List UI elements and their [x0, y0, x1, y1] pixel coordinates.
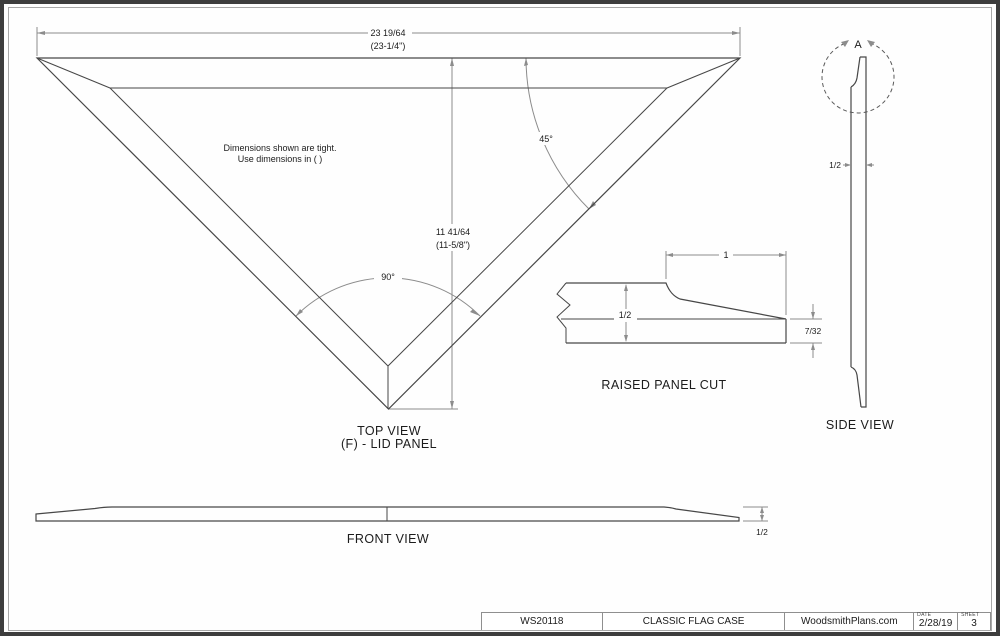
point-angle-text: 90° [381, 272, 395, 282]
side-view-label: SIDE VIEW [826, 418, 894, 432]
arrow-down-icon [811, 312, 815, 319]
arrow-down-icon [624, 335, 628, 342]
text-mask [368, 27, 412, 39]
side-profile-right [860, 56, 867, 408]
detail-arrow-left-icon [841, 40, 849, 47]
arrow-up-icon [760, 507, 764, 513]
height-dimension-alt-text: (11-5/8") [436, 240, 470, 250]
top-view-geometry [35, 57, 742, 410]
raised-panel-geometry [556, 282, 787, 344]
detail-circle [821, 42, 895, 114]
title-block-sheet-cell: SHEET 3 [958, 612, 992, 630]
text-mask [614, 309, 637, 322]
point-arc-left-arrow-icon [296, 309, 303, 316]
text-mask [719, 249, 733, 260]
text-mask [429, 224, 477, 251]
sheet-label: SHEET [961, 612, 980, 618]
title-block-date-cell: DATE 2/28/19 [914, 612, 959, 630]
front-view-dimensions: 1/2 [743, 506, 768, 537]
note-line2: Use dimensions in ( ) [238, 154, 323, 164]
width-dimension-alt-text: (23-1/4") [371, 41, 406, 51]
raised-panel-cut-label: RAISED PANEL CUT [601, 378, 726, 392]
miter-angle-text: 45° [539, 134, 553, 144]
side-top-bevel [850, 56, 861, 88]
date-label: DATE [917, 612, 932, 618]
text-mask [374, 270, 402, 283]
side-view-geometry [850, 56, 867, 408]
side-view-dimensions: 1/2 [829, 160, 874, 170]
arrow-left-icon [666, 253, 673, 257]
lid-panel-inner-triangle [108, 87, 669, 367]
corner-bevel-right [666, 57, 741, 89]
arc-start-arrow-icon [524, 58, 528, 66]
raised-panel-cut-group: 1 1/2 7/32 RAISED PANEL CUT [556, 249, 822, 392]
title-block-title-cell: CLASSIC FLAG CASE [603, 613, 786, 630]
front-thickness-dim-text: 1/2 [756, 527, 768, 537]
note-line1: Dimensions shown are tight. [223, 143, 336, 153]
sheet-value: 3 [971, 617, 977, 629]
front-profile [35, 506, 740, 522]
arrow-left-icon [37, 31, 45, 35]
drawing-canvas: 23 19/64 (23-1/4") 45° Dimensions shown … [35, 27, 895, 546]
front-view-geometry [35, 506, 740, 522]
break-line [556, 282, 571, 343]
detail-callout: A [821, 39, 895, 114]
top-view-dimensions [36, 27, 741, 410]
plan-title: CLASSIC FLAG CASE [642, 616, 745, 627]
side-view-group: A 1/2 SIDE VIEW [821, 39, 895, 432]
panel-top-profile [566, 282, 787, 320]
lid-panel-outer-triangle [35, 57, 742, 410]
side-thickness-dim-text: 1/2 [829, 160, 841, 170]
top-view-sublabel: (F) - LID PANEL [341, 437, 437, 451]
detail-arrow-right-icon [867, 40, 875, 47]
date-value: 2/28/19 [918, 617, 953, 629]
width-dimension-text: 23 19/64 [370, 28, 405, 38]
arrow-up-icon [450, 58, 454, 66]
arrow-right-icon [845, 163, 851, 167]
height-dimension-text: 11 41/64 [436, 227, 470, 237]
arrow-left-icon [866, 163, 872, 167]
plan-number: WS20118 [520, 616, 564, 627]
text-mask [533, 132, 558, 145]
raised-panel-dimensions [624, 251, 822, 358]
front-view-group: 1/2 FRONT VIEW [35, 506, 768, 546]
corner-bevel-left [36, 57, 111, 89]
website-text: WoodsmithPlans.com [801, 616, 898, 627]
arrow-up-icon [624, 284, 628, 291]
point-arc-right-arrow-icon [470, 309, 480, 316]
top-view-group: 23 19/64 (23-1/4") 45° Dimensions shown … [35, 27, 742, 451]
edge-thickness-dim-text: 7/32 [805, 326, 822, 336]
thickness-dim-text: 1/2 [619, 310, 632, 320]
bevel-width-dim-text: 1 [723, 250, 728, 260]
title-block: WS20118 CLASSIC FLAG CASE WoodsmithPlans… [481, 612, 992, 630]
side-bottom-bevel [850, 366, 862, 408]
top-view-label: TOP VIEW [357, 424, 421, 438]
front-view-label: FRONT VIEW [347, 532, 429, 546]
arrow-up-icon [811, 343, 815, 350]
arrow-down-icon [450, 401, 454, 409]
arrow-right-icon [732, 31, 740, 35]
title-block-website-cell: WoodsmithPlans.com [785, 613, 915, 630]
arrow-right-icon [779, 253, 786, 257]
title-block-plan-number-cell: WS20118 [482, 613, 603, 630]
arrow-down-icon [760, 515, 764, 521]
detail-marker-text: A [854, 39, 862, 51]
